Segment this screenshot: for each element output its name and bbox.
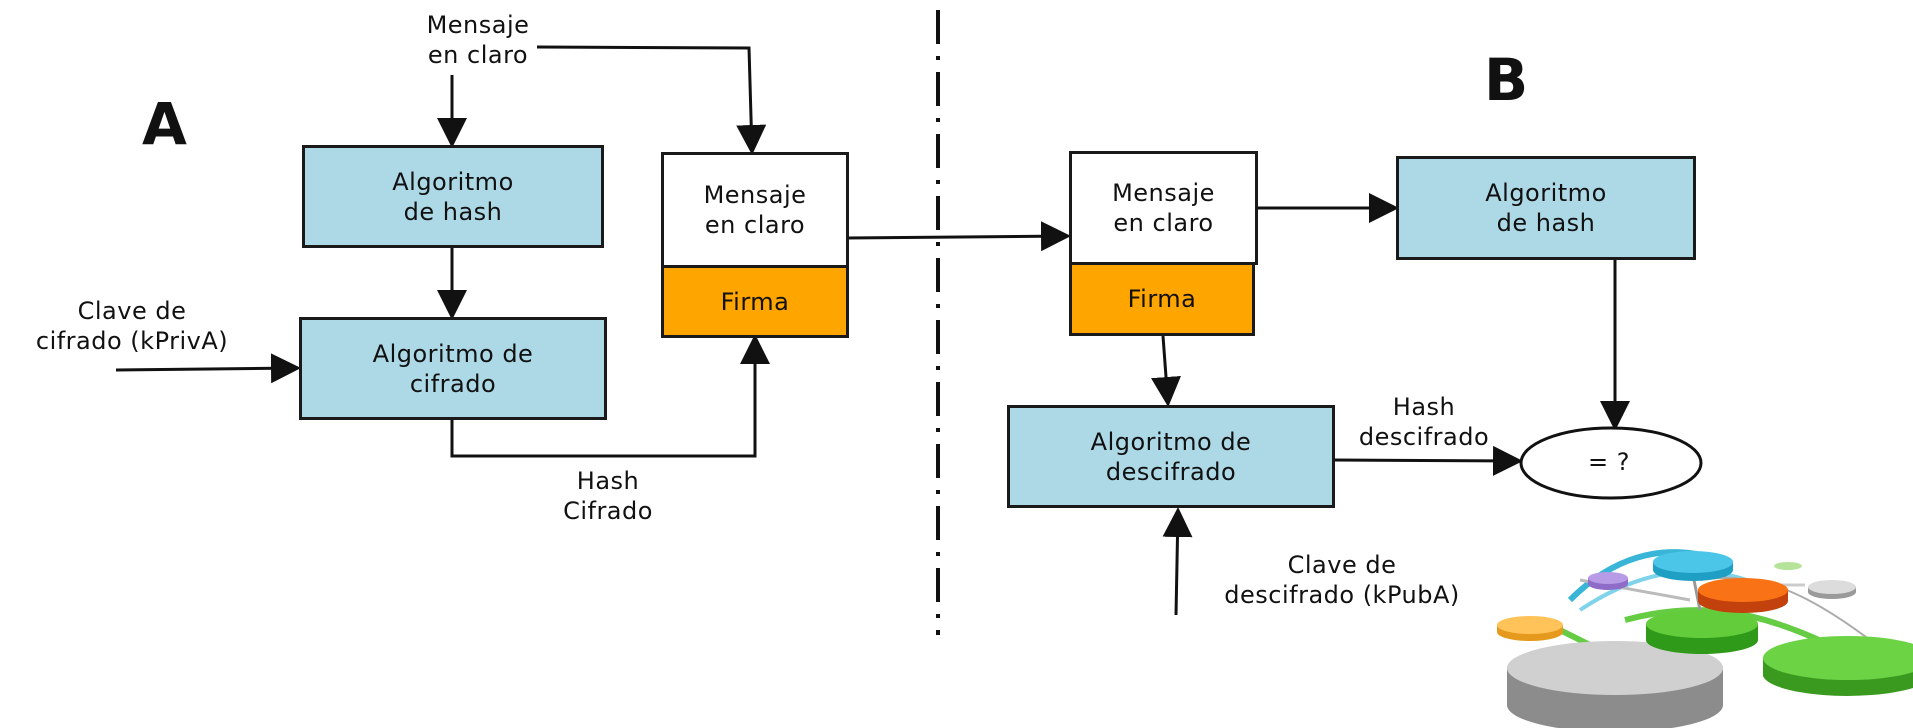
sender-hash-label: Hash Cifrado	[563, 467, 653, 525]
arrow-key-to-cipher	[115, 353, 301, 384]
compare-label: = ?	[1588, 448, 1630, 476]
sender-message-label: Mensaje en claro	[426, 11, 530, 69]
network-database-illustration	[1497, 549, 1913, 728]
side-b-label: B	[1484, 46, 1529, 114]
arrow-cipher-to-signature	[450, 334, 770, 458]
side-a-label: A	[142, 90, 187, 158]
sender-packet-signature-box: Firma	[661, 265, 849, 338]
receiver-decipher-algorithm-box: Algoritmo de descifrado	[1007, 405, 1335, 508]
receiver-packet-signature-box: Firma	[1069, 262, 1255, 336]
receiver-hash-label: Hash descifrado	[1358, 393, 1490, 451]
arrow-transmit-packet	[846, 221, 1071, 252]
sender-key-label: Clave de cifrado (kPrivA)	[35, 297, 229, 355]
arrow-key-to-decipher	[1162, 507, 1193, 616]
receiver-packet-message-box: Mensaje en claro	[1069, 151, 1258, 265]
sender-packet-message-box: Mensaje en claro	[661, 152, 849, 268]
compare-ellipse	[1519, 426, 1703, 500]
sender-hash-algorithm-box: Algoritmo de hash	[302, 145, 604, 248]
arrow-signature-to-decipher	[1151, 335, 1181, 407]
arrow-message-to-packet	[536, 45, 767, 155]
arrow-decipher-to-compare	[1333, 445, 1523, 476]
receiver-key-label: Clave de descifrado (kPubA)	[1224, 551, 1460, 609]
receiver-hash-algorithm-box: Algoritmo de hash	[1396, 156, 1696, 260]
sender-cipher-algorithm-box: Algoritmo de cifrado	[299, 317, 607, 420]
